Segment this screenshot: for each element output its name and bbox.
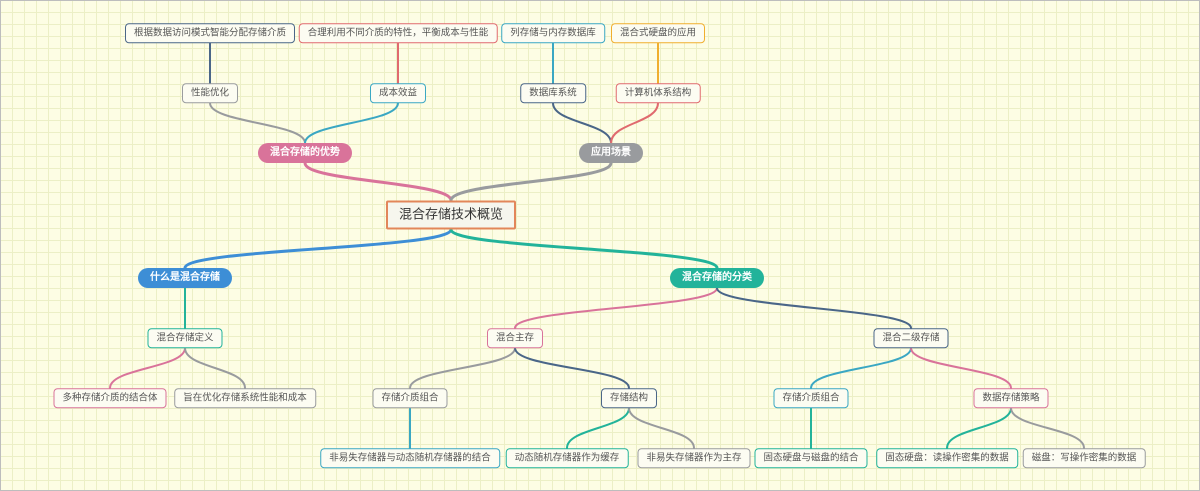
connector-applications-database	[552, 102, 612, 144]
topic-database-detail[interactable]: 列存储与内存数据库	[501, 23, 605, 43]
connector-root-what-is	[183, 228, 453, 270]
topic-performance-optimization[interactable]: 性能优化	[181, 83, 239, 103]
connector-classification-main-memory	[514, 287, 718, 329]
topic-structure-item[interactable]: 动态随机存储器作为缓存	[505, 448, 629, 468]
connector-advantages-cost	[304, 102, 399, 144]
connector-strategy-item	[1010, 407, 1085, 449]
topic-storage-media-combo[interactable]: 存储介质组合	[773, 388, 849, 408]
topic-definition-item[interactable]: 多种存储介质的结合体	[53, 388, 167, 408]
topic-cost-effectiveness[interactable]: 成本效益	[369, 83, 427, 103]
connector-strategy-item	[946, 407, 1012, 449]
connector-definition-item	[109, 347, 186, 389]
connector-root-applications	[449, 161, 613, 202]
topic-structure-item[interactable]: 非易失存储器作为主存	[637, 448, 751, 468]
connector-root-advantages	[303, 161, 453, 202]
connector-root-classification	[449, 228, 719, 270]
topic-what-is-hybrid-storage[interactable]: 什么是混合存储	[138, 268, 232, 288]
topic-performance-detail[interactable]: 根据数据访问模式智能分配存储介质	[124, 23, 296, 43]
connector-secondary-media	[810, 347, 912, 389]
topic-data-storage-strategy[interactable]: 数据存储策略	[973, 388, 1049, 408]
topic-hybrid-advantages[interactable]: 混合存储的优势	[258, 143, 352, 163]
topic-hybrid-classification[interactable]: 混合存储的分类	[670, 268, 764, 288]
topic-hybrid-definition[interactable]: 混合存储定义	[147, 328, 223, 348]
connector-structure-item	[566, 407, 630, 449]
topic-cost-detail[interactable]: 合理利用不同介质的特性，平衡成本与性能	[298, 23, 498, 43]
connector-structure-item	[628, 407, 695, 449]
topic-hybrid-main-memory[interactable]: 混合主存	[486, 328, 544, 348]
topic-application-scenarios[interactable]: 应用场景	[579, 143, 643, 163]
connector-advantages-performance	[209, 102, 306, 144]
connector-main-memory-media	[409, 347, 516, 389]
connector-secondary-strategy	[910, 347, 1012, 389]
topic-database-system[interactable]: 数据库系统	[520, 83, 586, 103]
connector-definition-item	[184, 347, 246, 389]
topic-strategy-item[interactable]: 固态硬盘：读操作密集的数据	[876, 448, 1018, 468]
topic-computer-architecture[interactable]: 计算机体系结构	[615, 83, 701, 103]
topic-definition-item[interactable]: 旨在优化存储系统性能和成本	[174, 388, 316, 408]
topic-strategy-item[interactable]: 磁盘：写操作密集的数据	[1022, 448, 1146, 468]
connector-classification-secondary	[716, 287, 912, 329]
topic-storage-structure[interactable]: 存储结构	[600, 388, 658, 408]
root-topic[interactable]: 混合存储技术概览	[385, 200, 517, 230]
connector-applications-architecture	[610, 102, 659, 144]
connector-main-memory-structure	[514, 347, 630, 389]
topic-storage-media-combo[interactable]: 存储介质组合	[372, 388, 448, 408]
topic-architecture-detail[interactable]: 混合式硬盘的应用	[610, 23, 706, 43]
topic-hybrid-secondary-storage[interactable]: 混合二级存储	[873, 328, 949, 348]
topic-media-combo-item[interactable]: 非易失存储器与动态随机存储器的结合	[320, 448, 500, 468]
topic-media-combo-item[interactable]: 固态硬盘与磁盘的结合	[754, 448, 868, 468]
